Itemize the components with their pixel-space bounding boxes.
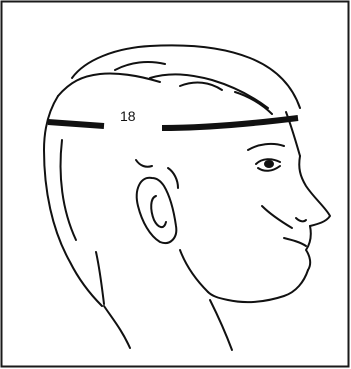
eyebrow	[248, 144, 284, 150]
ear-inner	[151, 196, 166, 227]
neck-front	[210, 300, 232, 350]
hair-tail	[96, 252, 104, 304]
jaw-line	[180, 250, 208, 292]
frame-border	[2, 2, 349, 367]
tape-right-segment	[162, 118, 298, 128]
nostril	[296, 218, 306, 221]
hair-back-strand	[61, 140, 76, 240]
chin-jaw	[208, 270, 308, 302]
hair-strand-3	[235, 92, 272, 114]
head-outline	[44, 45, 330, 350]
hair-behind-ear	[168, 168, 178, 188]
cheek-line	[262, 206, 292, 228]
sideburn	[136, 160, 152, 167]
mouth-line	[284, 238, 306, 246]
measuring-tape	[48, 118, 298, 128]
neck-back	[104, 306, 130, 348]
nose	[299, 156, 330, 226]
hair-strand-2	[180, 83, 222, 90]
measurement-label: 18	[120, 108, 136, 124]
ear-outer	[137, 178, 177, 243]
pupil	[264, 160, 274, 168]
tape-left-segment	[48, 122, 104, 126]
hair-line-mid	[150, 74, 268, 108]
lips	[306, 226, 311, 270]
hair-strand-1	[115, 62, 165, 70]
hair-top	[72, 45, 300, 108]
